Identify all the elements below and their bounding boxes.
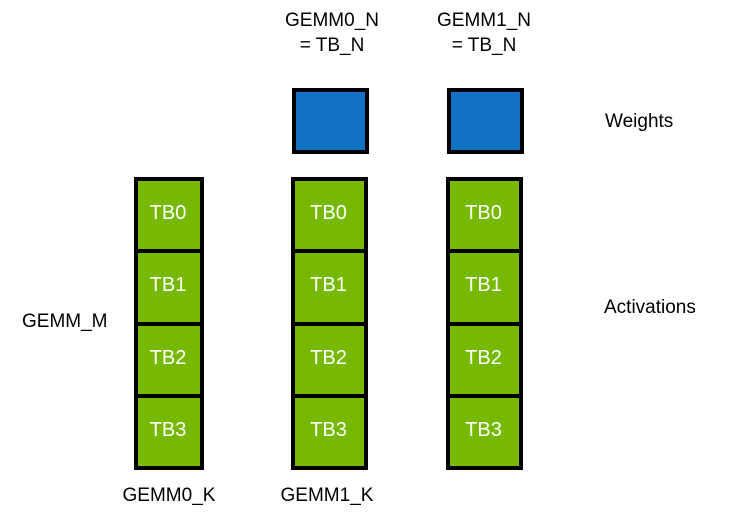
tb-cell: TB3 xyxy=(450,397,519,466)
gemm1-weights-block xyxy=(447,88,524,154)
tb-cell-label: TB0 xyxy=(310,202,347,225)
activations-column-1: TB0 TB1 TB2 TB3 xyxy=(291,177,368,470)
tb-cell: TB2 xyxy=(295,325,364,398)
tb-cell-label: TB0 xyxy=(465,202,502,225)
tb-cell-label: TB3 xyxy=(465,418,502,441)
activations-column-2: TB0 TB1 TB2 TB3 xyxy=(446,177,523,470)
tb-cell: TB0 xyxy=(450,181,519,254)
weights-row-label: Weights xyxy=(605,111,674,132)
tb-cell: TB2 xyxy=(138,325,200,398)
activations-column-0: TB0 TB1 TB2 TB3 xyxy=(134,177,204,470)
gemm1-k-label: GEMM1_K xyxy=(280,485,374,506)
tb-cell-label: TB3 xyxy=(149,418,187,441)
tb-cell: TB1 xyxy=(138,253,200,326)
tb-cell: TB2 xyxy=(450,325,519,398)
gemm0-weights-block xyxy=(292,88,369,154)
gemm1-n-header: GEMM1_N = TB_N xyxy=(437,10,531,56)
gemm-m-label: GEMM_M xyxy=(22,311,108,332)
tb-cell-label: TB1 xyxy=(465,274,502,297)
tb-cell-label: TB2 xyxy=(149,346,187,369)
gemm0-n-header: GEMM0_N = TB_N xyxy=(285,10,379,56)
tb-cell: TB0 xyxy=(138,181,200,254)
activations-row-label: Activations xyxy=(604,297,696,318)
tb-cell-label: TB1 xyxy=(149,274,187,297)
tb-cell-label: TB1 xyxy=(310,274,347,297)
tb-cell: TB1 xyxy=(295,253,364,326)
tb-cell: TB0 xyxy=(295,181,364,254)
tb-cell-label: TB2 xyxy=(465,346,502,369)
tb-cell-label: TB0 xyxy=(149,202,187,225)
tb-cell: TB3 xyxy=(138,397,200,466)
tb-cell: TB1 xyxy=(450,253,519,326)
tb-cell-label: TB3 xyxy=(310,418,347,441)
tb-cell-label: TB2 xyxy=(310,346,347,369)
gemm0-k-label: GEMM0_K xyxy=(122,485,216,506)
tb-cell: TB3 xyxy=(295,397,364,466)
